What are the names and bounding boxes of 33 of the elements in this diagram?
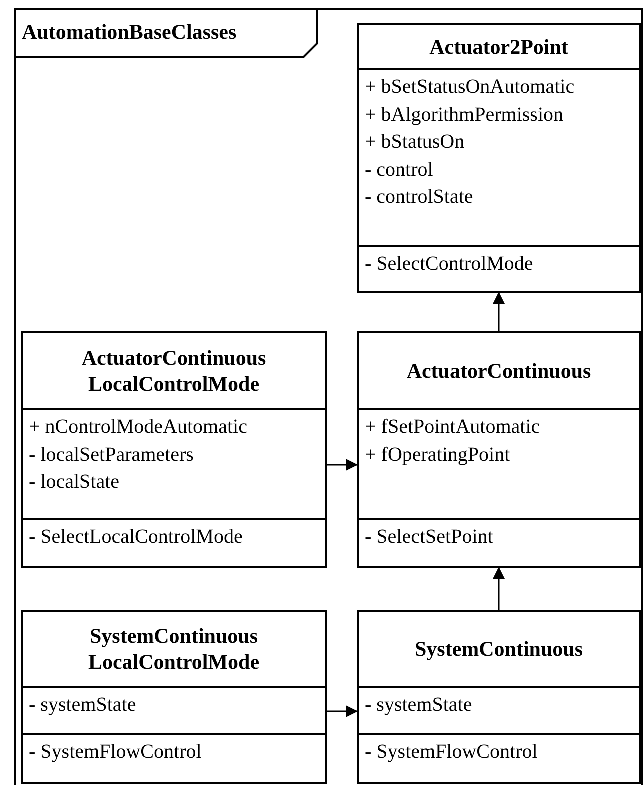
inheritance-arrow xyxy=(327,706,358,718)
member-text: - systemState xyxy=(365,693,474,718)
member-text: - SelectLocalControlMode xyxy=(29,525,244,550)
member-text: - SelectControlMode xyxy=(365,252,534,277)
member-text: + bAlgorithmPermission xyxy=(365,102,565,128)
class-box xyxy=(357,331,641,568)
inheritance-arrow xyxy=(327,459,358,471)
inheritance-arrow xyxy=(493,292,505,331)
member-text: - SelectSetPoint xyxy=(365,525,494,550)
class-name: SystemContinuous xyxy=(414,636,584,662)
class-name: SystemContinuous LocalControlMode xyxy=(87,623,261,675)
class-name: ActuatorContinuous LocalControlMode xyxy=(80,344,268,396)
member-text: - localSetParameters xyxy=(29,442,195,468)
class-box xyxy=(357,610,641,784)
member-text: - systemState xyxy=(29,693,138,718)
class-name: ActuatorContinuous xyxy=(406,358,592,384)
inheritance-arrow xyxy=(493,567,505,610)
member-text: - controlState xyxy=(365,185,474,210)
member-text: + bStatusOn xyxy=(365,130,466,155)
package-frame xyxy=(14,8,643,785)
class-name: Actuator2Point xyxy=(430,34,568,60)
member-text: + nControlModeAutomatic xyxy=(29,415,248,440)
class-box xyxy=(21,610,327,784)
member-text: - SystemFlowControl xyxy=(29,740,203,765)
package-title: AutomationBaseClasses xyxy=(22,19,237,46)
class-box xyxy=(357,23,641,293)
member-text: - control xyxy=(365,158,434,182)
member-text: - localState xyxy=(29,470,121,495)
member-text: + fSetPointAutomatic xyxy=(365,415,542,440)
class-box xyxy=(21,331,327,568)
member-text: + bSetStatusOnAutomatic xyxy=(365,75,576,100)
member-text: + fOperatingPoint xyxy=(365,442,512,468)
member-text: - SystemFlowControl xyxy=(365,740,539,765)
